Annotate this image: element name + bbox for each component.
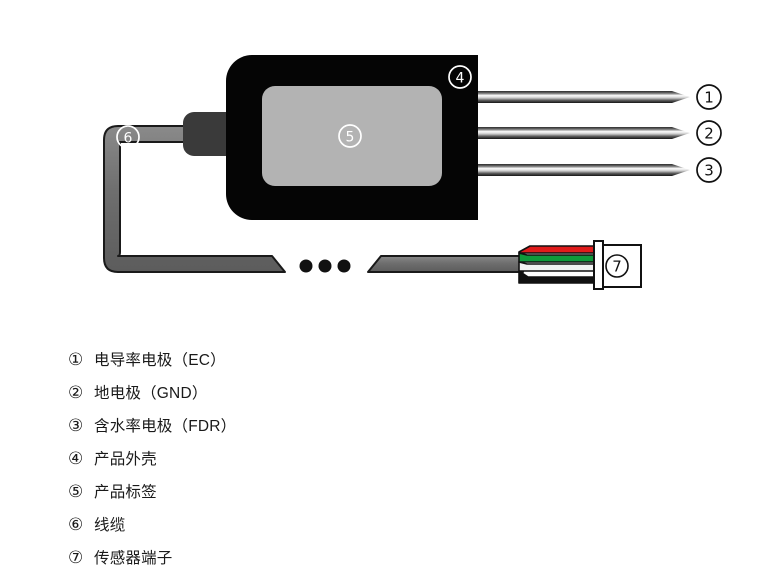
legend-marker-7: ⑦ <box>68 548 84 568</box>
callout-3: 3 <box>696 157 722 183</box>
svg-text:3: 3 <box>704 162 714 180</box>
callout-7: 7 <box>605 254 629 278</box>
legend-marker-4: ④ <box>68 449 84 469</box>
legend: ① 电导率电极（EC） ② 地电极（GND） ③ 含水率电极（FDR） ④ 产品… <box>68 344 488 575</box>
legend-item-3: ③ 含水率电极（FDR） <box>68 410 488 443</box>
callout-4: 4 <box>448 65 472 89</box>
svg-text:5: 5 <box>346 130 355 146</box>
svg-text:7: 7 <box>612 258 622 276</box>
sensor-diagram: 7 5 <box>103 55 722 290</box>
electrode-gnd <box>470 127 690 139</box>
legend-item-5: ⑤ 产品标签 <box>68 476 488 509</box>
electrode-ec <box>470 91 690 103</box>
wire-black <box>518 270 598 284</box>
legend-item-4: ④ 产品外壳 <box>68 443 488 476</box>
legend-marker-2: ② <box>68 383 84 403</box>
callout-2: 2 <box>696 120 722 146</box>
legend-marker-1: ① <box>68 350 84 370</box>
legend-label-1: 电导率电极（EC） <box>94 351 226 369</box>
sensor-terminal-connector: 7 <box>593 240 642 290</box>
callout-1: 1 <box>696 84 722 110</box>
legend-label-7: 传感器端子 <box>94 549 173 567</box>
legend-label-2: 地电极（GND） <box>94 384 208 402</box>
legend-item-7: ⑦ 传感器端子 <box>68 542 488 575</box>
svg-text:1: 1 <box>704 89 714 107</box>
legend-label-5: 产品标签 <box>94 483 157 501</box>
svg-text:4: 4 <box>456 71 465 87</box>
connector-wires <box>518 245 598 284</box>
legend-label-6: 线缆 <box>94 516 126 534</box>
legend-marker-6: ⑥ <box>68 515 84 535</box>
legend-label-3: 含水率电极（FDR） <box>94 417 237 435</box>
cable-right-segment <box>367 255 524 273</box>
wire-green <box>518 252 598 263</box>
legend-item-2: ② 地电极（GND） <box>68 377 488 410</box>
sensor-diagram-svg: 7 5 <box>103 55 722 290</box>
legend-label-4: 产品外壳 <box>94 450 157 468</box>
electrode-fdr <box>470 164 690 176</box>
legend-marker-3: ③ <box>68 416 84 436</box>
svg-text:2: 2 <box>704 125 714 143</box>
wire-red <box>518 245 598 254</box>
callout-5: 5 <box>338 124 362 148</box>
svg-text:6: 6 <box>124 131 133 147</box>
product-label-plate <box>262 86 442 186</box>
cable-break-dots <box>299 259 351 273</box>
legend-item-6: ⑥ 线缆 <box>68 509 488 542</box>
cable-left-segment <box>103 125 286 273</box>
callout-6: 6 <box>116 125 140 149</box>
wire-white <box>518 261 598 272</box>
legend-marker-5: ⑤ <box>68 482 84 502</box>
legend-item-1: ① 电导率电极（EC） <box>68 344 488 377</box>
